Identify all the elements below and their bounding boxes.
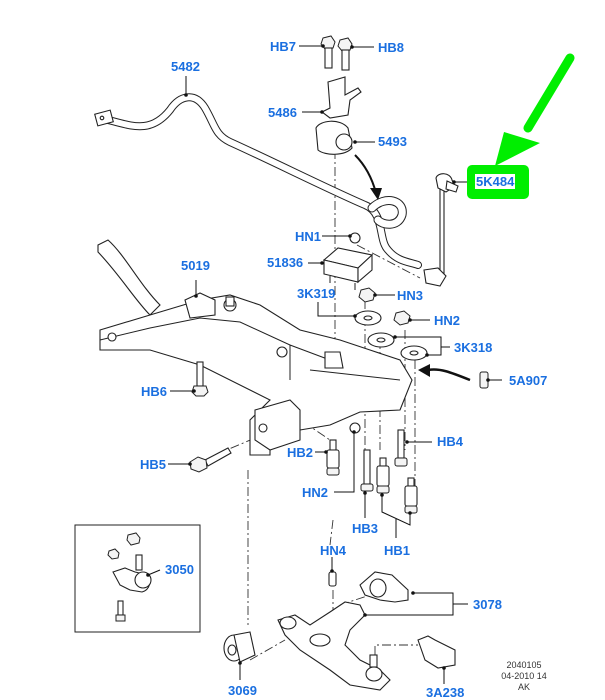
callout-5482[interactable]: 5482 <box>171 59 200 74</box>
ball-joint <box>107 532 152 622</box>
bolt-hb5 <box>189 447 232 473</box>
bolt-hb3 <box>360 449 374 492</box>
callout-3k319[interactable]: 3K319 <box>297 286 336 301</box>
callout-hn3[interactable]: HN3 <box>397 288 424 303</box>
alignment-line-3a238 <box>374 644 418 655</box>
ball-joint-inset-frame <box>74 524 201 633</box>
callout-5k484-text: 5K484 <box>475 174 516 189</box>
bolt-hb8 <box>337 37 353 71</box>
insulator-block <box>322 247 374 290</box>
subframe-crossmember <box>97 239 413 456</box>
callout-3069[interactable]: 3069 <box>228 683 257 698</box>
drawing-stamp: 2040105 04-2010 14 AK <box>494 660 554 693</box>
callout-hb6[interactable]: HB6 <box>141 384 168 399</box>
alignment-line-hn1 <box>356 244 421 279</box>
stabilizer-bar <box>94 93 422 269</box>
bolt-hb7 <box>320 35 336 69</box>
stamp-line-2: 04-2010 14 <box>501 671 547 681</box>
stamp-line-1: 2040105 <box>506 660 542 670</box>
callout-5493[interactable]: 5493 <box>378 134 407 149</box>
direction-arrow-bushing <box>354 154 377 194</box>
callout-3078[interactable]: 3078 <box>473 597 502 612</box>
nut-hn2-top <box>393 310 411 326</box>
callout-hb5[interactable]: HB5 <box>140 457 167 472</box>
nut-hn1 <box>349 232 361 244</box>
callout-3k318[interactable]: 3K318 <box>454 340 493 355</box>
bushing <box>315 120 353 155</box>
shield-3a238 <box>417 635 456 669</box>
callout-hb3[interactable]: HB3 <box>352 521 379 536</box>
callout-hn2-bottom[interactable]: HN2 <box>302 485 329 500</box>
bolt-hb1-a <box>376 457 390 494</box>
callout-hb1[interactable]: HB1 <box>384 543 411 558</box>
bolt-hb6 <box>191 361 209 397</box>
highlight-arrow <box>495 53 575 166</box>
bolt-hb2 <box>326 439 340 476</box>
callout-5486[interactable]: 5486 <box>268 105 297 120</box>
callout-hn2-top[interactable]: HN2 <box>434 313 461 328</box>
stabilizer-link-rod <box>423 173 459 287</box>
bolt-hb4 <box>394 429 408 467</box>
callout-hn4[interactable]: HN4 <box>320 543 347 558</box>
arrow-head-5a907 <box>418 364 430 377</box>
alignment-line-3069 <box>249 639 286 661</box>
clamp-bracket <box>320 76 362 119</box>
bushing-3069 <box>223 631 256 663</box>
callout-5k484[interactable]: 5K484 <box>475 174 516 189</box>
bushing-3078 <box>359 571 409 603</box>
callout-hb4[interactable]: HB4 <box>437 434 464 449</box>
callout-5019[interactable]: 5019 <box>181 258 210 273</box>
stamp-line-3: AK <box>517 682 530 692</box>
arrow-head-bushing <box>370 188 382 200</box>
callout-5a907[interactable]: 5A907 <box>509 373 548 388</box>
callout-hb8[interactable]: HB8 <box>378 40 405 55</box>
callout-3a238[interactable]: 3A238 <box>426 685 465 700</box>
nut-hn4 <box>328 571 337 587</box>
callout-hn1[interactable]: HN1 <box>295 229 322 244</box>
callout-3050[interactable]: 3050 <box>165 562 194 577</box>
direction-arrow-5a907 <box>427 368 471 382</box>
lower-control-arm <box>277 601 391 691</box>
callout-hb2[interactable]: HB2 <box>287 445 314 460</box>
nut-hn3 <box>358 287 376 303</box>
callout-hb7[interactable]: HB7 <box>270 39 297 54</box>
callout-51836[interactable]: 51836 <box>267 255 304 270</box>
leader-lines <box>146 44 502 684</box>
